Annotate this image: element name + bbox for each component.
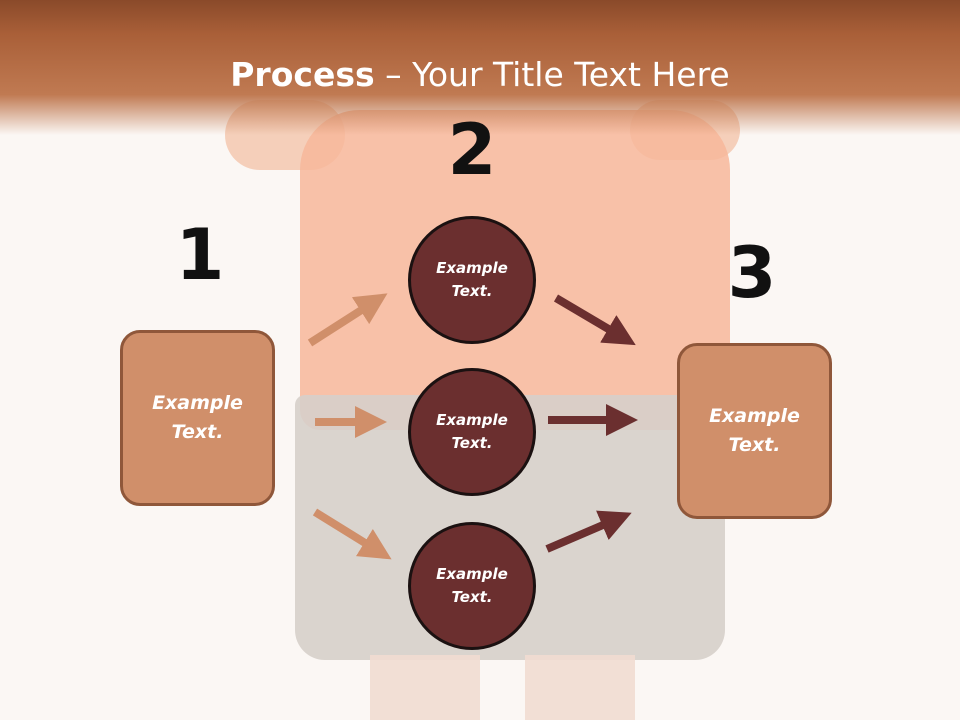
process-circle-2: Example Text. [408, 368, 536, 496]
slide-title: Process – Your Title Text Here [0, 53, 960, 97]
process-circle-2-text: Example Text. [436, 411, 508, 452]
process-circle-1-text: Example Text. [436, 259, 508, 300]
slide-title-rest: – Your Title Text Here [374, 55, 730, 94]
step-number-1: 1 [175, 214, 225, 296]
process-box-right-text: Example Text. [709, 405, 800, 456]
arrow-circle-3-to-right [545, 510, 632, 553]
process-circle-1: Example Text. [408, 216, 536, 344]
process-circle-3-text: Example Text. [436, 565, 508, 606]
arrow-circle-1-to-right [553, 294, 636, 346]
arrow-left-to-circle-1 [307, 293, 388, 347]
process-box-left: Example Text. [120, 330, 275, 506]
arrow-left-to-circle-3 [312, 508, 392, 560]
process-circle-3: Example Text. [408, 522, 536, 650]
step-number-2: 2 [447, 109, 497, 191]
title-band [0, 0, 960, 135]
background-photo-leg-right [525, 655, 635, 720]
background-photo-leg-left [370, 655, 480, 720]
process-box-left-text: Example Text. [152, 392, 243, 443]
step-number-3: 3 [727, 232, 777, 314]
process-box-right: Example Text. [677, 343, 832, 519]
slide-title-bold: Process [230, 55, 375, 94]
